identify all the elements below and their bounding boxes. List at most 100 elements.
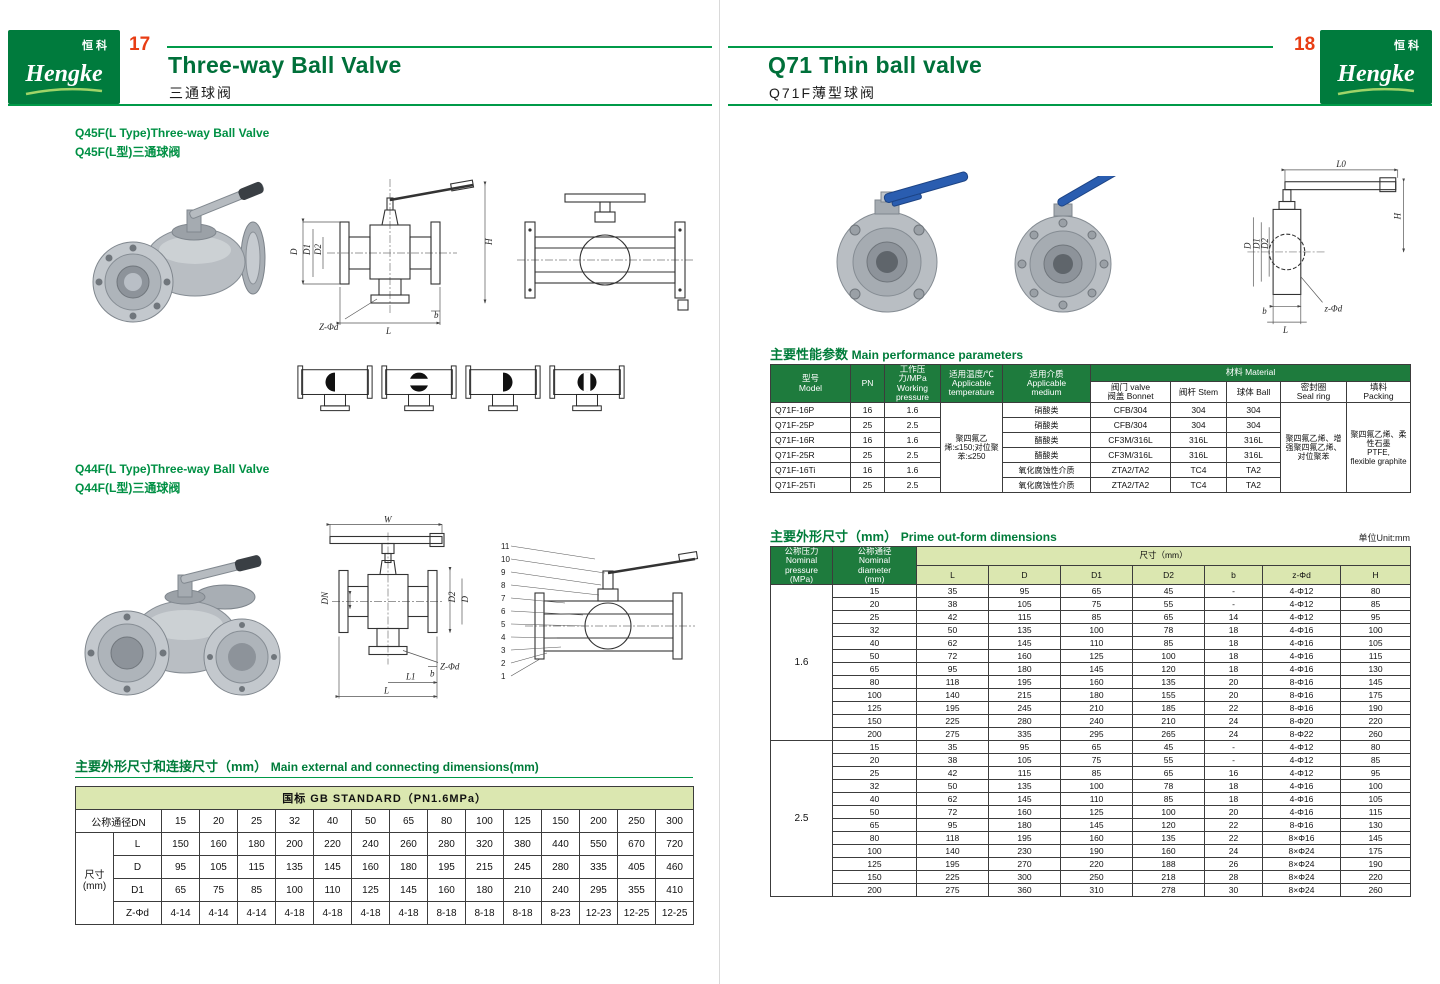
section-q45f-title-en: Q45F(L Type)Three-way Ball Valve — [75, 126, 270, 140]
dn-value: 50 — [351, 809, 390, 833]
page-number-right: 18 — [1294, 34, 1316, 55]
flow-diagram-3 — [465, 365, 541, 412]
material-sub-header: 阀杆 Stem — [1170, 381, 1227, 404]
dims-value: 65 — [1132, 610, 1205, 625]
brand-logo-left: 恒科 Hengke — [8, 30, 120, 104]
page-title-right: Q71 Thin ball valve — [768, 52, 983, 78]
dims-value: 80 — [1339, 584, 1412, 599]
part-number-5: 5 — [501, 620, 506, 629]
material-sub-header: 密封圈 Seal ring — [1280, 381, 1347, 404]
dims-value: 135 — [1132, 675, 1205, 690]
dims-value: 115 — [988, 766, 1061, 781]
dim-value: 75 — [199, 878, 238, 902]
dims-value: 20 — [1204, 688, 1263, 703]
dim-value: 12-25 — [654, 901, 695, 925]
dim-value: 670 — [617, 832, 656, 856]
ball-cell: 316L — [1226, 432, 1281, 449]
dims-value: 100 — [1132, 805, 1205, 820]
dn-value: 150 — [541, 809, 580, 833]
dims-value: 260 — [1339, 727, 1412, 742]
medium-cell: 醋酸类 — [1002, 432, 1091, 449]
dims-value: 115 — [988, 610, 1061, 625]
gb-header-row: 国标 GB STANDARD（PN1.6MPa） — [74, 786, 695, 810]
perf-col-header: 型号 Model — [770, 363, 851, 404]
dim-value: 405 — [617, 855, 656, 879]
q71f-valve-photo-2 — [1014, 176, 1126, 313]
dims-value: 4-Φ12 — [1262, 584, 1341, 599]
dims-value: 4-Φ12 — [1262, 610, 1341, 625]
dim-label-zphid: Z-Φd — [440, 662, 460, 672]
dims-value: 8-Φ16 — [1262, 701, 1341, 716]
dims-value: 125 — [832, 857, 917, 872]
bonnet-cell: CFB/304 — [1090, 417, 1171, 434]
dims-value: 65 — [1060, 584, 1133, 599]
dims-value: 62 — [916, 792, 989, 807]
brand-logo-right: 恒科 Hengke — [1320, 30, 1432, 104]
perf-col-header: 适用温度/℃ Applicable temperature — [940, 363, 1003, 404]
dim-value: 4-18 — [389, 901, 428, 925]
dim-label-L0: L0 — [1335, 159, 1346, 169]
dims-value: 40 — [832, 792, 917, 807]
dim-label-zphid: z-Φd — [1324, 303, 1343, 313]
gb-standard-header: 国标 GB STANDARD（PN1.6MPa） — [74, 786, 695, 810]
model-cell: Q71F-25P — [770, 417, 851, 434]
dims-value: - — [1204, 753, 1263, 768]
dim-label-D1: D1 — [1251, 238, 1261, 250]
dim-value: 8-18 — [465, 901, 504, 925]
dims-value: 20 — [1204, 805, 1263, 820]
dim-label-H: H — [484, 238, 494, 246]
dim-label-L: L — [383, 686, 389, 696]
dims-value: 360 — [988, 883, 1061, 898]
dims-value: 8×Φ16 — [1262, 831, 1341, 846]
flow-diagram-2 — [381, 365, 457, 412]
dims-value: 40 — [832, 636, 917, 651]
dims-value: 50 — [916, 779, 989, 794]
dims-value: 150 — [832, 870, 917, 885]
dim-value: 160 — [199, 832, 238, 856]
dn-value: 125 — [503, 809, 542, 833]
dims-value: 26 — [1204, 857, 1263, 872]
dims-value: 105 — [1339, 636, 1412, 651]
pn-cell: 16 — [850, 402, 885, 419]
dn-value: 32 — [275, 809, 314, 833]
dims-value: 135 — [988, 623, 1061, 638]
perf-title-en: Main performance parameters — [851, 348, 1024, 362]
size-header: 尺寸（mm） — [915, 545, 1412, 567]
dim-row-label: D1 — [113, 878, 162, 902]
dim-label-D1: D1 — [302, 244, 312, 256]
dn-value: 100 — [465, 809, 504, 833]
dim-value: 550 — [579, 832, 618, 856]
dims-value: 25 — [832, 766, 917, 781]
dim-value: 4-14 — [161, 901, 200, 925]
dims-value: 4-Φ16 — [1262, 623, 1341, 638]
dim-value: 85 — [237, 878, 276, 902]
size-label: 尺寸 (mm) — [75, 832, 114, 925]
dims-value: 278 — [1132, 883, 1205, 898]
dims-value: 85 — [1339, 597, 1412, 612]
dim-value: 95 — [161, 855, 200, 879]
pressure-cell: 1.6 — [770, 584, 833, 742]
dims-value: 118 — [916, 675, 989, 690]
dim-value: 110 — [313, 878, 352, 902]
dims-value: 8×Φ24 — [1262, 844, 1341, 859]
dims-value: 225 — [916, 870, 989, 885]
dim-label-D: D — [289, 248, 299, 256]
dims-value: 28 — [1204, 870, 1263, 885]
dims-value: 215 — [988, 688, 1061, 703]
dims-value: 195 — [916, 857, 989, 872]
dims-value: 100 — [832, 688, 917, 703]
dims-value: 8×Φ24 — [1262, 857, 1341, 872]
dim-value: 100 — [275, 878, 314, 902]
dim-value: 180 — [389, 855, 428, 879]
dim-value: 380 — [503, 832, 542, 856]
perf-table-title: 主要性能参数 Main performance parameters — [770, 344, 1023, 363]
